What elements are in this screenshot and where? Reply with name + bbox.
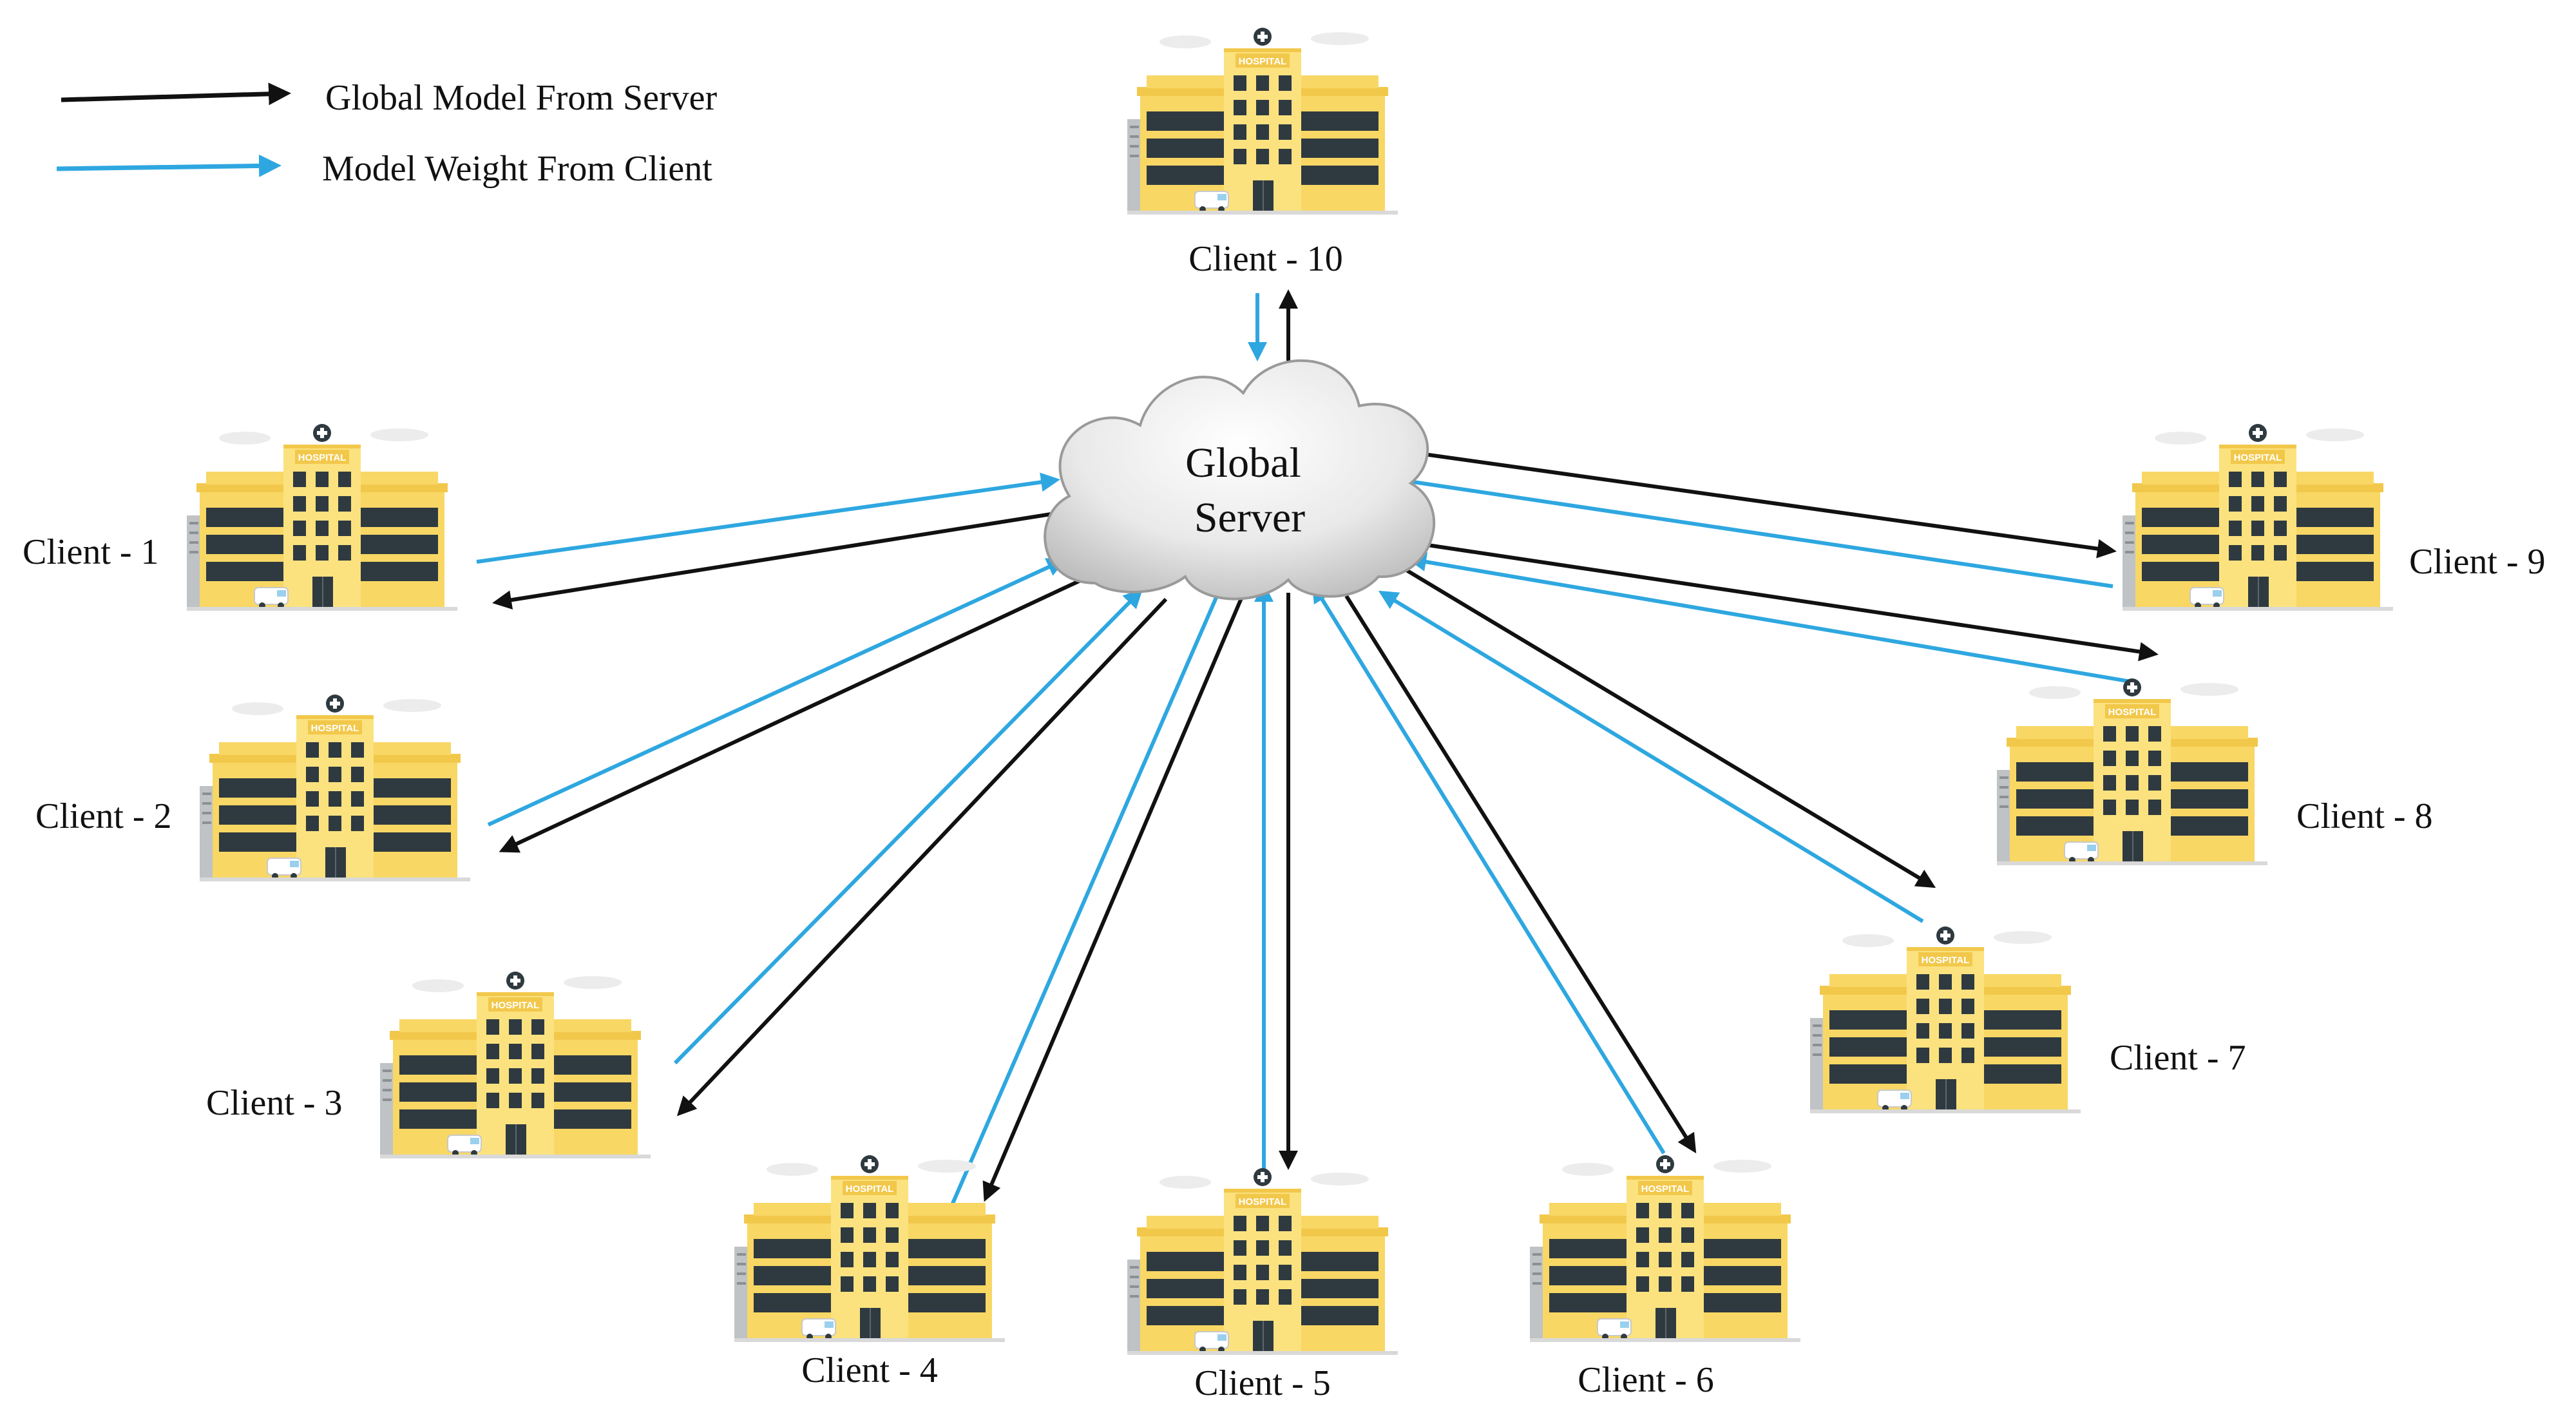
client-label: Client - 5 bbox=[1194, 1363, 1331, 1403]
arrow-client-4-to-server bbox=[950, 576, 1227, 1206]
arrow-client-1-to-server bbox=[476, 472, 1060, 564]
arrow-client-6-to-server bbox=[1312, 582, 1666, 1155]
hospital-building-icon bbox=[2122, 423, 2394, 611]
legend-global-model-arrow bbox=[61, 82, 291, 106]
hospital-building-icon bbox=[1809, 926, 2081, 1114]
client-9: Client - 9 bbox=[2122, 423, 2546, 611]
client-4: Client - 4 bbox=[734, 1155, 1006, 1390]
legend-global-model-label: Global Model From Server bbox=[325, 78, 717, 118]
hospital-building-icon bbox=[1996, 678, 2268, 866]
server-label-line2: Server bbox=[1194, 494, 1305, 541]
arrow-client-7-to-server bbox=[1378, 590, 1924, 923]
hospital-building-icon bbox=[186, 423, 458, 611]
arrow-client-9-to-server bbox=[1375, 469, 2113, 588]
legend: Global Model From Server Model Weight Fr… bbox=[56, 78, 717, 189]
hospital-building-icon bbox=[199, 694, 471, 882]
arrow-client-3-to-server bbox=[673, 588, 1143, 1065]
arrow-server-to-client-7 bbox=[1400, 565, 1936, 888]
client-label: Client - 1 bbox=[23, 532, 159, 572]
arrow-server-to-client-4 bbox=[982, 585, 1248, 1202]
client-10: Client - 10 bbox=[1127, 27, 1398, 279]
arrow-server-to-client-6 bbox=[1344, 595, 1697, 1154]
client-3: Client - 3 bbox=[206, 971, 651, 1159]
client-label: Client - 2 bbox=[35, 796, 172, 836]
client-label: Client - 3 bbox=[206, 1083, 343, 1123]
client-6: Client - 6 bbox=[1529, 1155, 1801, 1400]
arrow-client-2-to-server bbox=[487, 558, 1067, 827]
client-label: Client - 9 bbox=[2409, 542, 2546, 582]
hospital-building-icon bbox=[379, 971, 651, 1159]
legend-model-weight-label: Model Weight From Client bbox=[322, 149, 712, 189]
client-label: Client - 8 bbox=[2296, 796, 2433, 836]
hospital-building-icon bbox=[1127, 27, 1398, 215]
arrows bbox=[476, 289, 2159, 1206]
client-label: Client - 4 bbox=[801, 1350, 938, 1390]
hospital-building-icon bbox=[1127, 1167, 1398, 1356]
client-label: Client - 6 bbox=[1578, 1360, 1714, 1400]
hospital-building-icon bbox=[734, 1155, 1006, 1343]
arrow-server-to-client-3 bbox=[676, 597, 1168, 1117]
legend-model-weight-arrow bbox=[56, 154, 281, 177]
hospital-building-icon bbox=[1529, 1155, 1801, 1343]
client-label: Client - 10 bbox=[1188, 239, 1343, 279]
client-label: Client - 7 bbox=[2110, 1038, 2246, 1078]
arrow-server-to-client-9 bbox=[1378, 446, 2117, 559]
client-1: Client - 1 bbox=[23, 423, 458, 611]
arrow-client-8-to-server bbox=[1407, 552, 2139, 685]
server-label-line1: Global bbox=[1185, 439, 1301, 486]
arrow-server-to-client-1 bbox=[492, 510, 1064, 610]
client-8: Client - 8 bbox=[1996, 678, 2433, 866]
global-server-cloud: Global Server bbox=[1044, 359, 1436, 600]
arrow-server-to-client-2 bbox=[499, 575, 1090, 853]
client-5: Client - 5 bbox=[1127, 1167, 1398, 1403]
arrow-server-to-client-8 bbox=[1423, 542, 2159, 662]
client-2: Client - 2 bbox=[35, 694, 471, 882]
client-7: Client - 7 bbox=[1809, 926, 2246, 1114]
